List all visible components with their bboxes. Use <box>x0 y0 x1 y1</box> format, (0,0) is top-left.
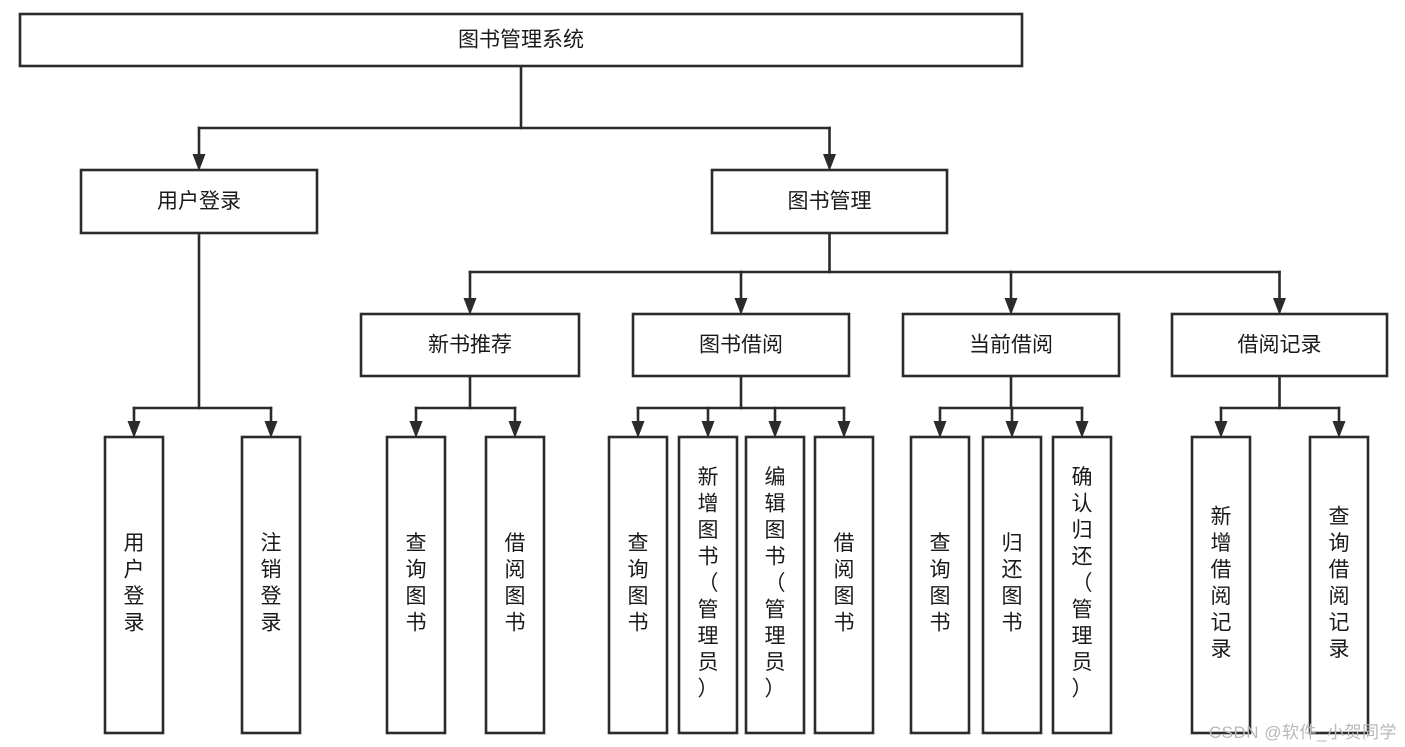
node-box[interactable] <box>1170 312 1389 378</box>
node-book-manage[interactable]: 图书管理 <box>710 168 949 235</box>
node-label: 用户登录 <box>124 532 145 634</box>
arrow-head-icon <box>933 421 947 438</box>
node-leaf-borrow-book-2[interactable]: 借阅图书 <box>813 435 875 735</box>
arrow-head-icon <box>1075 421 1089 438</box>
node-label: 借阅记录 <box>1238 334 1322 357</box>
node-box[interactable] <box>1051 435 1113 735</box>
node-box[interactable] <box>1190 435 1252 735</box>
node-label: 查询图书 <box>628 532 649 634</box>
node-new-book-recommend[interactable]: 新书推荐 <box>359 312 581 378</box>
connector-group <box>463 231 1286 315</box>
node-label: 查询图书 <box>930 532 951 634</box>
arrow-head-icon <box>264 421 278 438</box>
connector-group <box>127 231 278 438</box>
arrow-head-icon <box>837 421 851 438</box>
arrow-head-icon <box>631 421 645 438</box>
node-label: 借阅图书 <box>834 532 855 634</box>
node-leaf-query-book-3[interactable]: 查询图书 <box>909 435 971 735</box>
arrow-head-icon <box>192 154 206 171</box>
node-box[interactable] <box>710 168 949 235</box>
node-root[interactable]: 图书管理系统 <box>18 12 1024 68</box>
node-label: 新增图书（管理员） <box>698 466 719 701</box>
arrow-head-icon <box>1332 421 1346 438</box>
node-label: 编辑图书（管理员） <box>765 466 786 701</box>
node-box[interactable] <box>484 435 546 735</box>
arrow-head-icon <box>1273 298 1286 315</box>
node-box[interactable] <box>18 12 1024 68</box>
arrow-head-icon <box>701 421 715 438</box>
csdn-watermark: CSDN @软件_小贺同学 <box>1208 723 1397 742</box>
node-label: 图书借阅 <box>699 334 783 357</box>
node-leaf-user-login[interactable]: 用户登录 <box>103 435 165 735</box>
node-box[interactable] <box>744 435 806 735</box>
node-label: 归还图书 <box>1002 532 1023 634</box>
node-leaf-query-book-1[interactable]: 查询图书 <box>385 435 447 735</box>
node-box[interactable] <box>813 435 875 735</box>
node-box[interactable] <box>103 435 165 735</box>
node-user-login[interactable]: 用户登录 <box>79 168 319 235</box>
connector-group <box>1214 374 1346 438</box>
connector-group <box>409 374 522 438</box>
arrow-head-icon <box>127 421 141 438</box>
node-label: 注销登录 <box>261 532 282 634</box>
arrow-head-icon <box>734 298 748 315</box>
node-leaf-borrow-book-1[interactable]: 借阅图书 <box>484 435 546 735</box>
arrow-head-icon <box>409 421 423 438</box>
arrow-head-icon <box>463 298 477 315</box>
arrow-head-icon <box>823 154 836 171</box>
connector-layer <box>127 64 1346 438</box>
node-label: 图书管理系统 <box>458 29 584 52</box>
node-box[interactable] <box>901 312 1121 378</box>
node-label: 图书管理 <box>788 190 872 213</box>
node-label: 确认归还（管理员） <box>1072 466 1093 701</box>
node-borrow-record[interactable]: 借阅记录 <box>1170 312 1389 378</box>
arrow-head-icon <box>508 421 522 438</box>
node-label: 查询图书 <box>406 532 427 634</box>
node-label: 查询借阅记录 <box>1329 506 1350 661</box>
node-leaf-return-book[interactable]: 归还图书 <box>981 435 1043 735</box>
arrow-head-icon <box>1004 298 1018 315</box>
node-box[interactable] <box>607 435 669 735</box>
node-box[interactable] <box>631 312 851 378</box>
node-leaf-add-book[interactable]: 新增图书（管理员） <box>677 435 739 735</box>
node-label: 新增借阅记录 <box>1211 506 1232 661</box>
node-leaf-user-logout[interactable]: 注销登录 <box>240 435 302 735</box>
node-box[interactable] <box>385 435 447 735</box>
node-label: 新书推荐 <box>428 334 512 357</box>
node-label: 用户登录 <box>157 190 241 213</box>
arrow-head-icon <box>768 421 782 438</box>
node-label: 借阅图书 <box>505 532 526 634</box>
connector-group <box>631 374 851 438</box>
node-current-borrow[interactable]: 当前借阅 <box>901 312 1121 378</box>
node-box[interactable] <box>359 312 581 378</box>
node-book-borrow[interactable]: 图书借阅 <box>631 312 851 378</box>
node-box[interactable] <box>240 435 302 735</box>
arrow-head-icon <box>1214 421 1228 438</box>
node-box[interactable] <box>909 435 971 735</box>
node-box[interactable] <box>1308 435 1370 735</box>
arrow-head-icon <box>1005 421 1019 438</box>
node-leaf-edit-book[interactable]: 编辑图书（管理员） <box>744 435 806 735</box>
node-box[interactable] <box>981 435 1043 735</box>
node-box[interactable] <box>79 168 319 235</box>
node-label: 当前借阅 <box>969 334 1053 357</box>
node-leaf-query-record[interactable]: 查询借阅记录 <box>1308 435 1370 735</box>
connector-group <box>192 64 836 171</box>
node-leaf-confirm-return[interactable]: 确认归还（管理员） <box>1051 435 1113 735</box>
connector-group <box>933 374 1089 438</box>
node-leaf-query-book-2[interactable]: 查询图书 <box>607 435 669 735</box>
node-leaf-add-record[interactable]: 新增借阅记录 <box>1190 435 1252 735</box>
node-box[interactable] <box>677 435 739 735</box>
node-layer: 图书管理系统用户登录图书管理新书推荐图书借阅当前借阅借阅记录用户登录注销登录查询… <box>18 12 1389 735</box>
